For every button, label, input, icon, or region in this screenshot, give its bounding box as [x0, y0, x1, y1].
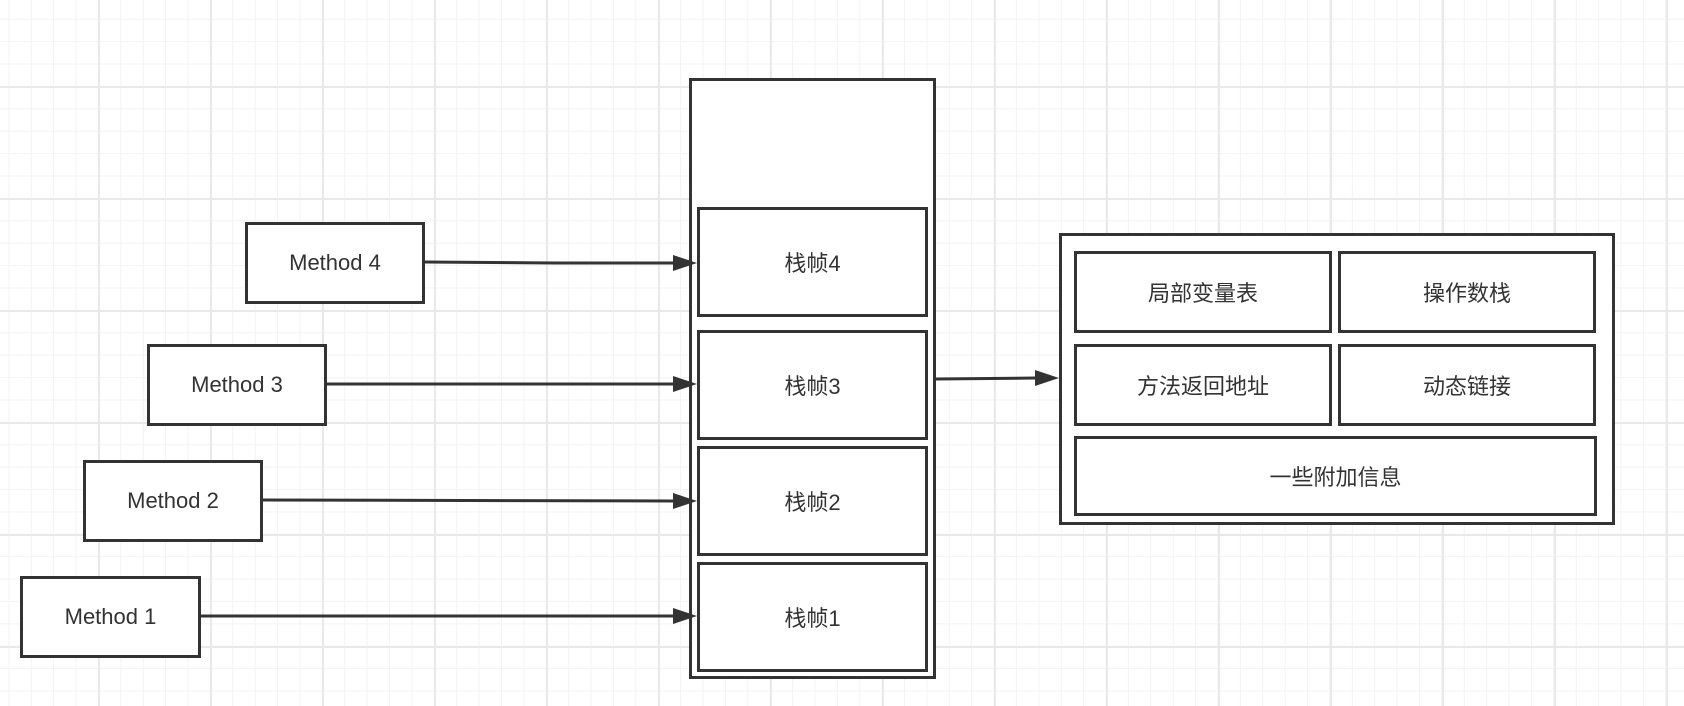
operand-stack-box: 操作数栈 [1338, 251, 1596, 333]
stack-frame-2: 栈帧2 [697, 446, 928, 556]
arrowhead-frame-1 [673, 608, 697, 624]
arrowhead-frame-4 [673, 255, 697, 271]
arrow-method-4-to-frame-4 [424, 260, 674, 265]
arrowhead-frame-3 [673, 376, 697, 392]
arrow-stack-to-frame-detail [935, 376, 1037, 381]
arrow-method-2-to-frame-2 [262, 498, 675, 503]
arrowhead-frame-detail [1035, 370, 1059, 386]
arrowhead-frame-2 [673, 493, 697, 509]
